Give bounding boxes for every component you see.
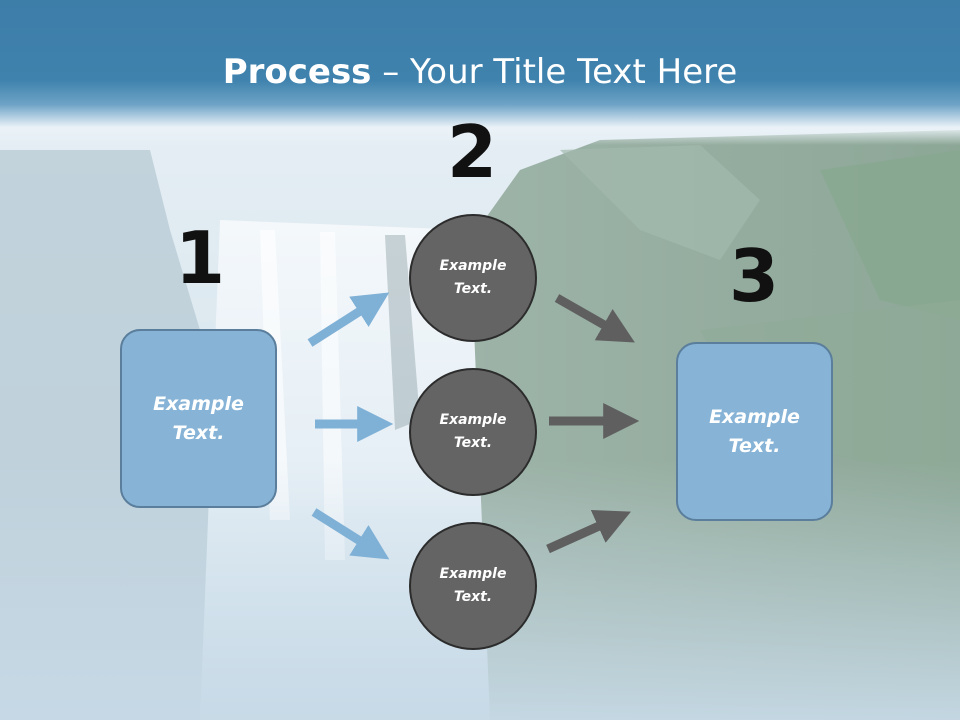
arrow-bottom-to-3	[546, 510, 631, 554]
title-bold: Process	[222, 52, 372, 92]
step-number-2: 2	[446, 110, 498, 194]
step-1-box: Example Text.	[120, 329, 277, 508]
slide-title: Process – Your Title Text Here	[0, 52, 960, 92]
arrow-1-to-top	[307, 292, 390, 347]
step-2-circle-bottom: Example Text.	[409, 522, 537, 650]
arrow-1-to-bottom	[311, 508, 390, 560]
step-2-circle-top: Example Text.	[409, 214, 537, 342]
circle-middle-text: Example Text.	[439, 412, 507, 451]
step-number-1: 1	[174, 216, 226, 300]
step-3-text: Example Text.	[709, 405, 800, 457]
step-2-circle-middle: Example Text.	[409, 368, 537, 496]
title-rest: – Your Title Text Here	[371, 52, 738, 92]
step-3-box: Example Text.	[676, 342, 833, 521]
circle-top-text: Example Text.	[439, 258, 507, 297]
step-number-3: 3	[728, 234, 780, 318]
circle-bottom-text: Example Text.	[439, 566, 507, 605]
arrow-top-to-3	[554, 294, 635, 343]
step-1-text: Example Text.	[153, 392, 244, 444]
title-bar	[0, 0, 960, 145]
